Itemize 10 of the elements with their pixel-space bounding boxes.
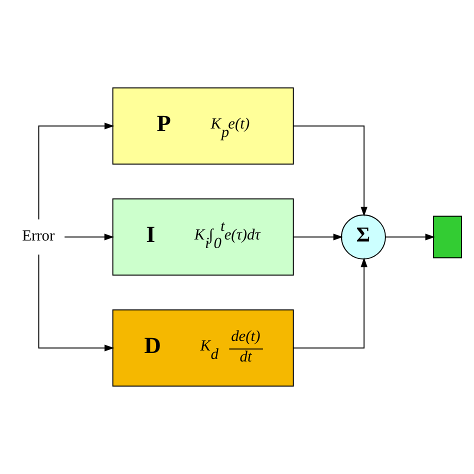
arrow bbox=[293, 234, 344, 240]
arrow bbox=[38, 122, 114, 220]
node-text: Error bbox=[22, 228, 55, 245]
arrow bbox=[292, 257, 368, 348]
arrow bbox=[64, 234, 114, 240]
node-box bbox=[433, 216, 462, 258]
arrow bbox=[385, 234, 435, 240]
arrow bbox=[38, 254, 114, 352]
arrow bbox=[292, 126, 368, 217]
node-circle: Σ bbox=[341, 214, 386, 260]
